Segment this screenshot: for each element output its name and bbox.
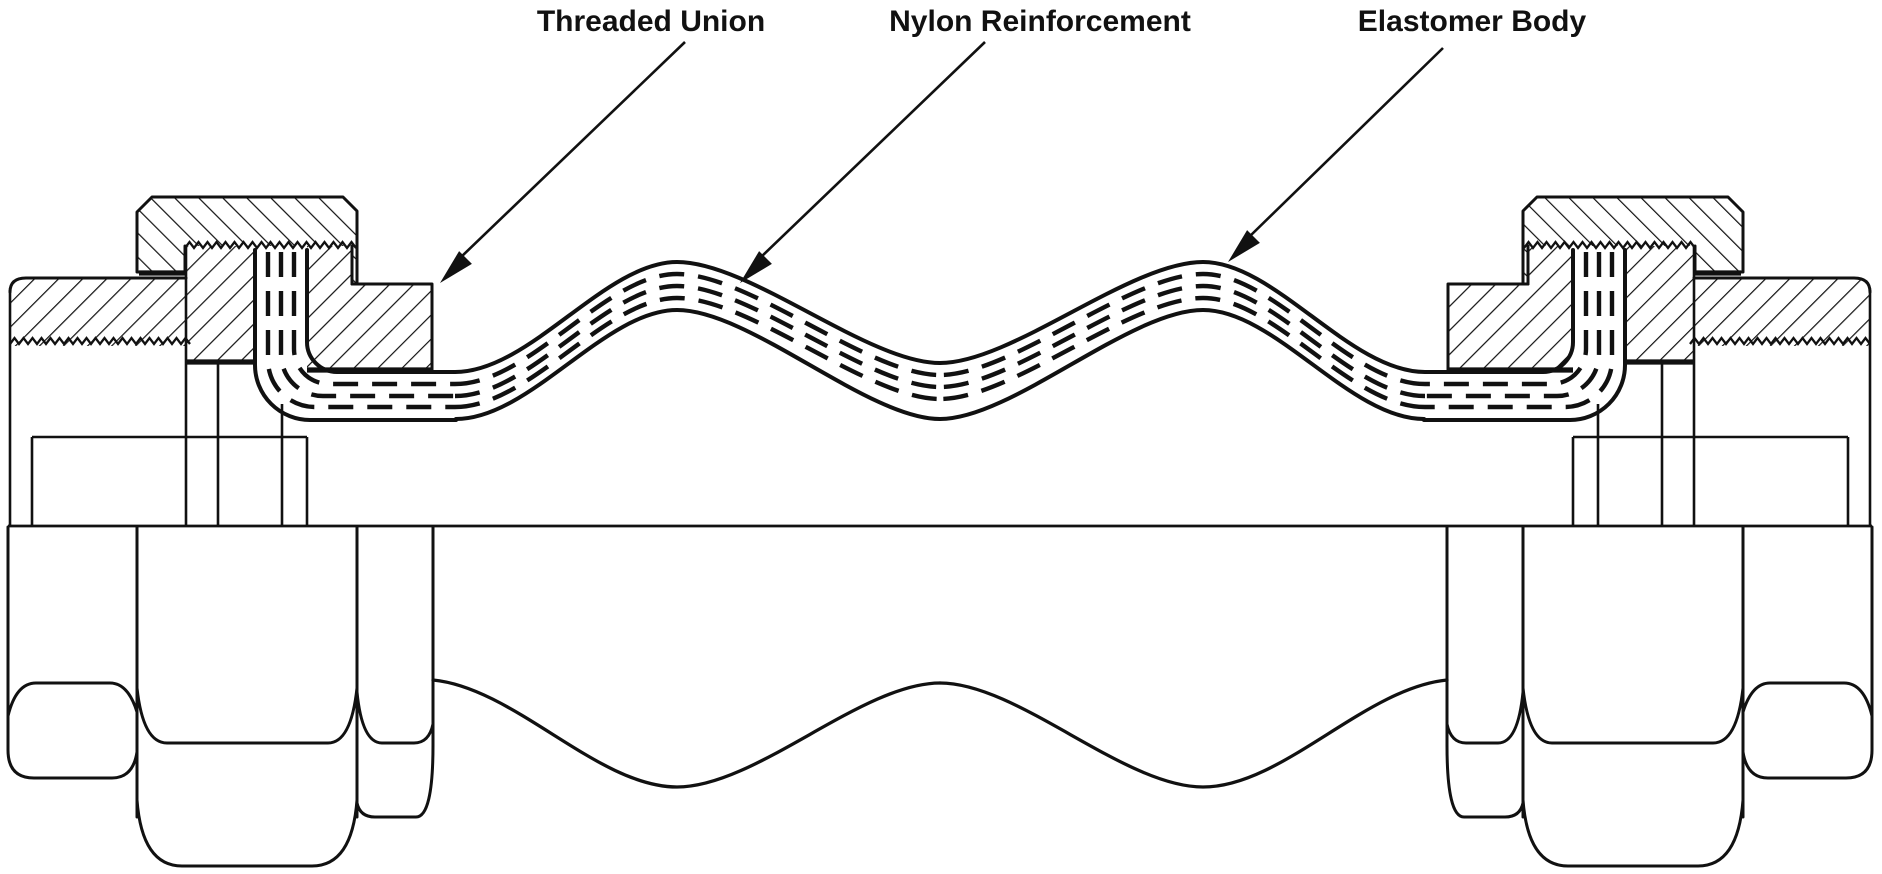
hex1-outline bbox=[6, 525, 139, 780]
nut-skirt-section bbox=[185, 246, 255, 362]
bellows-exterior-silhouette bbox=[431, 678, 942, 789]
arrowhead-nylon-reinforcement bbox=[740, 251, 772, 283]
bellows-nylon-2 bbox=[454, 283, 941, 399]
nylon-layer-2 bbox=[278, 252, 455, 399]
leaders bbox=[440, 41, 1444, 283]
pipe-thread-zigzag bbox=[9, 336, 191, 346]
pipe-wall-section bbox=[1694, 278, 1870, 346]
right-union-section-fills bbox=[1448, 197, 1870, 370]
leader-nylon-reinforcement bbox=[759, 41, 986, 259]
bore-line bbox=[30, 435, 307, 526]
pipe-end-step bbox=[186, 360, 220, 526]
pipe-wall-section bbox=[10, 278, 186, 346]
label-threaded-union: Threaded Union bbox=[537, 5, 765, 38]
tailpiece-section bbox=[307, 246, 432, 370]
label-nylon-reinforcement: Nylon Reinforcement bbox=[889, 5, 1191, 38]
arrowhead-threaded-union bbox=[440, 251, 472, 283]
bellows-bottom-line bbox=[454, 307, 942, 421]
tailpiece-outline bbox=[350, 244, 434, 372]
hex3-waist bbox=[355, 690, 435, 745]
nylon-layer-1 bbox=[265, 252, 455, 410]
arrowhead-elastomer-body bbox=[1228, 230, 1260, 262]
nut-thread-zigzag bbox=[184, 240, 357, 250]
bellows-nylon-3 bbox=[454, 295, 941, 410]
left-union-section-fills bbox=[10, 197, 432, 370]
elastomer-inner-line bbox=[305, 248, 457, 374]
label-elastomer-body: Elastomer Body bbox=[1358, 5, 1587, 38]
labels: Threaded Union Nylon Reinforcement Elast… bbox=[537, 5, 1587, 38]
bellows-nylon-1 bbox=[454, 271, 941, 387]
hex2-waist bbox=[135, 686, 359, 745]
union-nut-section bbox=[1523, 197, 1743, 284]
left-half-linework bbox=[6, 195, 942, 868]
elastomer-outer-line bbox=[253, 248, 458, 422]
leader-threaded-union bbox=[459, 41, 686, 259]
union-nut-section bbox=[137, 197, 357, 284]
hex2-bottom bbox=[135, 798, 359, 868]
tailpiece-section bbox=[1448, 246, 1573, 370]
leader-elastomer-body bbox=[1247, 47, 1444, 239]
nut-skirt-section bbox=[1625, 246, 1695, 362]
nylon-layer-3 bbox=[291, 252, 455, 387]
bellows-top-line bbox=[453, 259, 942, 374]
pipe-outer-edge bbox=[8, 276, 188, 294]
hex1-waist bbox=[6, 681, 139, 718]
hex3-bottom bbox=[355, 743, 435, 819]
